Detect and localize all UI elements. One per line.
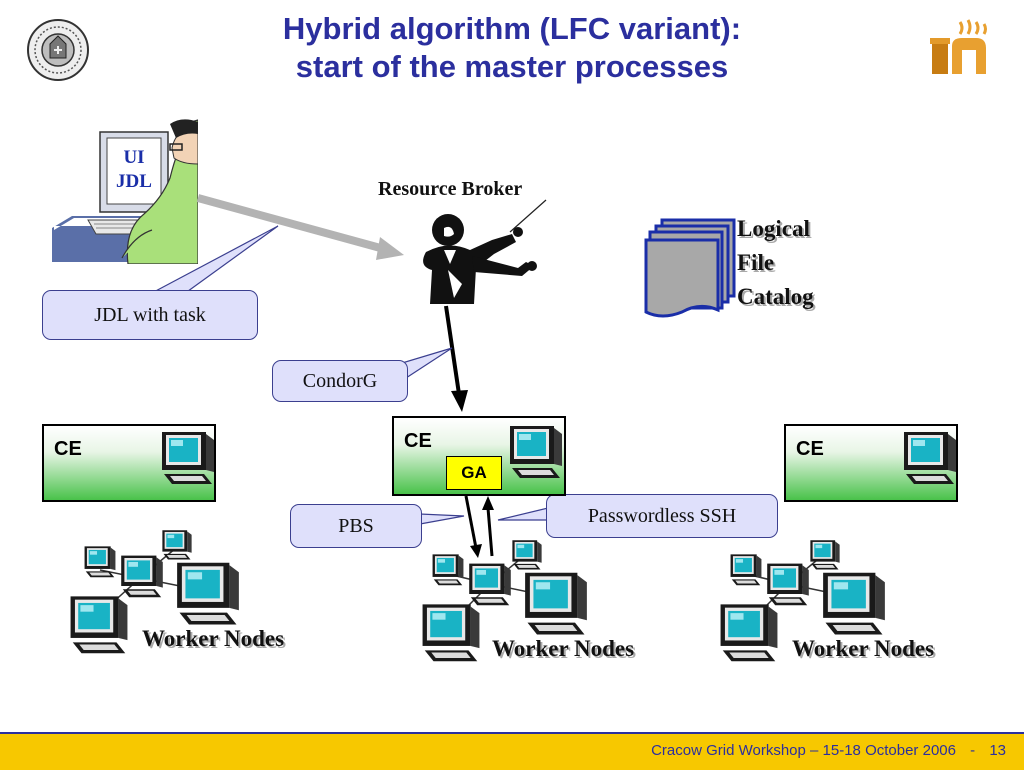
- pbs-callout: PBS: [290, 504, 422, 548]
- computing-element-left: CE: [42, 424, 216, 502]
- ce-label-left: CE: [54, 438, 82, 460]
- computing-element-right: CE: [784, 424, 958, 502]
- computer-icon: [172, 558, 244, 634]
- footer-bar: Cracow Grid Workshop – 15-18 October 200…: [0, 732, 1024, 770]
- worker-nodes-label-center: Worker Nodes: [492, 636, 635, 661]
- jdl-with-task-callout: JDL with task: [42, 290, 258, 340]
- user-at-terminal-icon: [52, 119, 198, 264]
- institute-logo-icon: [930, 19, 987, 74]
- computer-icon: [716, 600, 782, 670]
- computer-icon: [506, 422, 566, 486]
- ce-label-right: CE: [796, 438, 824, 460]
- condorg-callout: CondorG: [272, 360, 408, 402]
- slide-title: Hybrid algorithm (LFC variant): start of…: [140, 10, 884, 86]
- passwordless-ssh-callout: Passwordless SSH: [546, 494, 778, 538]
- title-line-2: start of the master processes: [295, 49, 729, 84]
- computer-icon: [66, 592, 132, 662]
- computing-element-center: CE GA: [392, 416, 566, 496]
- terminal-ui-label: UI: [123, 147, 145, 168]
- worker-nodes-label-left: Worker Nodes: [142, 626, 285, 651]
- resource-broker-label: Resource Broker: [378, 178, 523, 200]
- ce-label-center: CE: [404, 430, 432, 452]
- footer-separator: -: [970, 742, 976, 759]
- lfc-label-line-1: Logical: [737, 216, 810, 241]
- computer-icon: [818, 568, 890, 644]
- computer-icon: [900, 428, 960, 492]
- computer-icon: [520, 568, 592, 644]
- computer-icon: [158, 428, 218, 492]
- worker-nodes-label-right: Worker Nodes: [792, 636, 935, 661]
- conductor-icon: [423, 214, 537, 304]
- university-seal-icon: [27, 19, 89, 81]
- document-stack-icon: [644, 218, 736, 318]
- lfc-label-line-2: File: [737, 250, 775, 275]
- page-number: 13: [989, 742, 1006, 759]
- terminal-jdl-label: JDL: [116, 171, 152, 192]
- genetic-algorithm-badge: GA: [446, 456, 502, 490]
- computer-icon: [728, 552, 764, 590]
- footer-event: Cracow Grid Workshop – 15-18 October 200…: [651, 742, 956, 759]
- computer-icon: [82, 544, 118, 582]
- footer-text: Cracow Grid Workshop – 15-18 October 200…: [651, 742, 1006, 759]
- lfc-label-line-3: Catalog: [737, 284, 814, 309]
- title-line-1: Hybrid algorithm (LFC variant):: [282, 11, 742, 46]
- terminal-screen-text: UI JDL: [104, 146, 164, 194]
- lfc-label: Logical File Catalog: [737, 212, 814, 314]
- computer-icon: [418, 600, 484, 670]
- computer-icon: [430, 552, 466, 590]
